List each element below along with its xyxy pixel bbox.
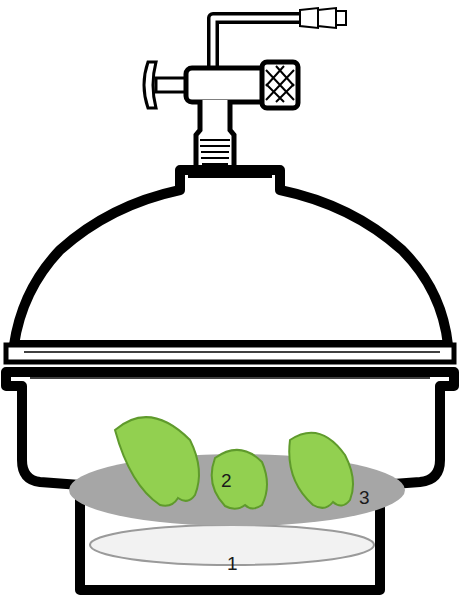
flange-line [24,351,440,353]
lid-flange [6,345,454,362]
base-flange-line [30,377,430,379]
desiccator-lid [14,170,448,345]
ground-joint [200,140,230,164]
hose-barb [300,8,346,28]
stopcock-stem [196,100,234,175]
callout-number: 3 [359,488,370,507]
callout-number: 1 [227,554,238,573]
leaves [115,417,353,509]
lid-neck-rim [188,172,272,178]
callout-number: 2 [221,471,232,490]
desiccator-base [6,372,454,590]
